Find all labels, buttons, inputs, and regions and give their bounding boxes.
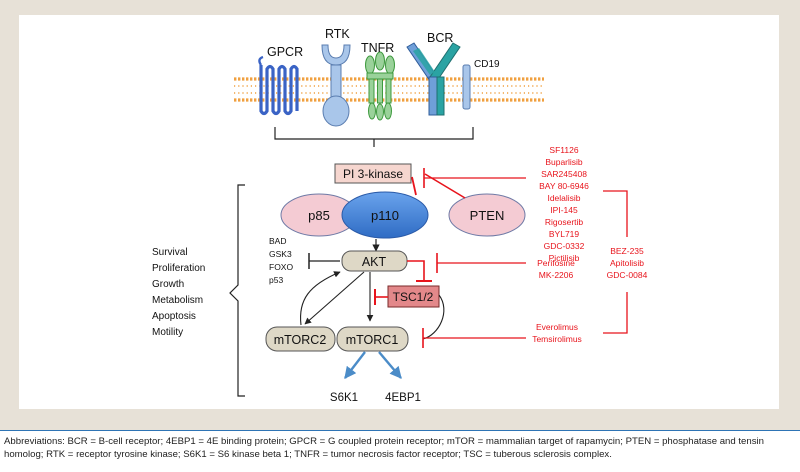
inhibitor-name: Everolimus [536,322,578,332]
s6k1-label: S6K1 [330,392,358,404]
tnfr-label: TNFR [361,41,394,55]
mtorc1-to-s6k1-arrow [344,351,366,379]
outcome-item: Metabolism [152,295,203,306]
inhibitor-name: BYL719 [549,229,580,239]
p85-label: p85 [308,208,330,223]
p110-label: p110 [371,208,399,223]
mtorc2-node [265,326,336,352]
akt-target: p53 [269,275,283,285]
cell-membrane [234,77,544,102]
bcr-label: BCR [427,31,453,45]
abbreviations-caption: Abbreviations: BCR = B-cell receptor; 4E… [4,436,764,460]
receptor-brace [274,127,474,147]
inhibitor-name: Buparlisib [545,157,583,167]
outcome-item: Growth [152,279,184,290]
inhibitor-name: Pictilisib [549,253,580,263]
pi3k-label: PI 3-kinase [343,167,403,181]
inhibitor-name: Perifosine [537,258,575,268]
inhibitor-name: MK-2206 [539,270,574,280]
rtk-receptor-icon [321,44,351,127]
inhibitor-name: SF1126 [549,145,578,155]
mtorc1-label: mTORC1 [346,333,399,347]
gpcr-label: GPCR [267,45,303,59]
inhibitor-name: SAR245408 [541,169,587,179]
outcome-list: Survival Proliferation Growth Metabolism… [152,247,205,338]
mtorc2-label: mTORC2 [274,333,327,347]
cd19-icon [462,64,471,110]
akt-tsc-inhibition [407,260,425,281]
akt-inhibitor-list: Perifosine MK-2206 [537,258,575,280]
inhibitor-name: BEZ-235 [610,246,644,256]
4ebp1-label: 4EBP1 [385,392,421,404]
pten-label: PTEN [470,208,505,223]
tnfr-receptor-icon [365,51,395,121]
inhibitor-name: Temsirolimus [532,334,582,344]
inhibitor-name: Rigosertib [545,217,584,227]
dual-inhibitor-list: BEZ-235 Apitolisib GDC-0084 [607,246,648,280]
mtorc1-node [336,326,409,352]
p110-node [341,191,429,239]
caption-area: Abbreviations: BCR = B-cell receptor; 4E… [0,430,800,472]
pi3k-box [334,163,412,184]
pi3k-inhibitor-list: SF1126 Buparlisib SAR245408 BAY 80-6946 … [539,145,589,263]
inhibitor-name: IPI-145 [550,205,578,215]
rtk-label: RTK [325,27,350,41]
outcome-item: Proliferation [152,263,205,274]
gpcr-receptor-icon [258,55,299,116]
tsc-label: TSC1/2 [393,290,434,304]
akt-target: BAD [269,236,286,246]
outcome-item: Motility [152,327,183,338]
mtorc1-to-4ebp1-arrow [378,351,402,379]
akt-to-mtorc2-arrow [304,271,365,325]
inhibitor-name: GDC-0084 [607,270,648,280]
mtorc2-to-akt-arrow [299,271,341,326]
inhibitor-name: Apitolisib [610,258,644,268]
akt-target: GSK3 [269,249,292,259]
akt-target: FOXO [269,262,293,272]
pten-inhibition-bar [411,176,417,196]
akt-target-list: BAD GSK3 FOXO p53 [269,236,293,285]
inhibitor-name: Idelalisib [547,193,580,203]
pathway-diagram: GPCR RTK TNFR BCR CD19 PI 3-kinase p85 [152,27,648,404]
akt-label: AKT [362,255,387,269]
outcome-item: Survival [152,247,188,258]
cd19-label: CD19 [474,59,500,70]
inhibitor-name: BAY 80-6946 [539,181,589,191]
mtor-inhibitor-list: Everolimus Temsirolimus [532,322,582,344]
dual-inhibitor-bracket [603,190,628,334]
diagram-panel: GPCR RTK TNFR BCR CD19 PI 3-kinase p85 [19,15,779,409]
outcome-brace [229,184,245,397]
bcr-receptor-icon [406,42,461,116]
outcome-item: Apoptosis [152,311,196,322]
pten-node [448,193,526,237]
inhibitor-name: GDC-0332 [544,241,585,251]
